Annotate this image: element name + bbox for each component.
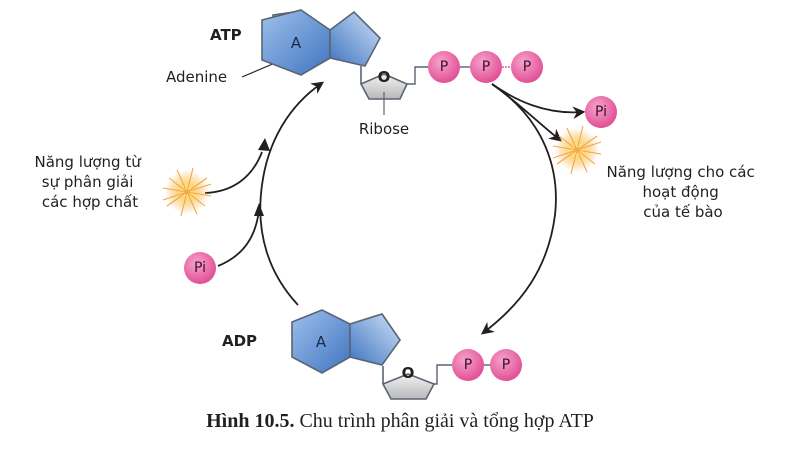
ribose-pentagon — [359, 73, 409, 100]
adp-adenine-pentagon — [349, 313, 401, 366]
caption-prefix: Hình 10.5. — [206, 410, 295, 432]
ribose-oxygen: O — [378, 68, 391, 86]
pi-in-label: Pi — [194, 260, 206, 276]
energy-out-label: Năng lượng cho các hoạt động của tế bào — [606, 163, 759, 221]
atp-phosphate-3 — [511, 51, 543, 83]
adenine-letter: A — [291, 34, 302, 52]
pi-out-label: Pi — [595, 104, 607, 120]
atp-phosphate-3-label: P — [523, 59, 531, 75]
energy-out-arrow — [491, 83, 562, 142]
atp-molecule: ATP Adenine A O Ribose P P P — [166, 9, 543, 138]
pi-out-arrow — [491, 83, 586, 120]
adp-adenine-letter: A — [316, 333, 327, 351]
adenine-pentagon — [329, 10, 381, 67]
pi-in-arrow — [217, 209, 260, 267]
adp-ribose-oxygen: O — [402, 364, 415, 382]
pi-out-circle — [585, 96, 617, 128]
energy-out-burst-icon — [552, 125, 602, 175]
hydrolysis-arrow — [480, 83, 557, 335]
adp-phosphate-1 — [452, 349, 484, 381]
adp-label: ADP — [222, 332, 257, 350]
synthesis-arrow — [259, 81, 325, 306]
caption-text: Chu trình phân giải và tổng hợp ATP — [294, 410, 594, 432]
pi-in-circle — [184, 252, 216, 284]
adenine-label: Adenine — [166, 68, 227, 86]
atp-phosphate-1 — [428, 51, 460, 83]
adp-ribose-pentagon — [381, 373, 436, 400]
energy-in-burst-icon — [162, 167, 212, 217]
ribose-phosphate-bond — [407, 66, 428, 85]
adp-phosphate-2 — [490, 349, 522, 381]
atp-phosphate-1-label: P — [440, 59, 448, 75]
energy-in-arrow — [204, 151, 263, 194]
figure-caption: Hình 10.5. Chu trình phân giải và tổng h… — [0, 410, 800, 433]
atp-phosphate-2 — [470, 51, 502, 83]
ribose-label: Ribose — [359, 120, 409, 138]
atp-phosphate-2-label: P — [482, 59, 490, 75]
adp-phosphate-2-label: P — [502, 357, 510, 373]
adp-molecule: ADP A O P P — [222, 309, 522, 400]
synthesis-arrowhead-lower — [254, 203, 264, 216]
synthesis-arrowhead-upper — [258, 138, 270, 151]
atp-label: ATP — [210, 26, 242, 44]
adp-ribose-phosphate-bond — [434, 364, 452, 385]
adp-phosphate-1-label: P — [464, 357, 472, 373]
energy-in-label: Năng lượng từ sự phân giải các hợp chất — [34, 153, 145, 211]
